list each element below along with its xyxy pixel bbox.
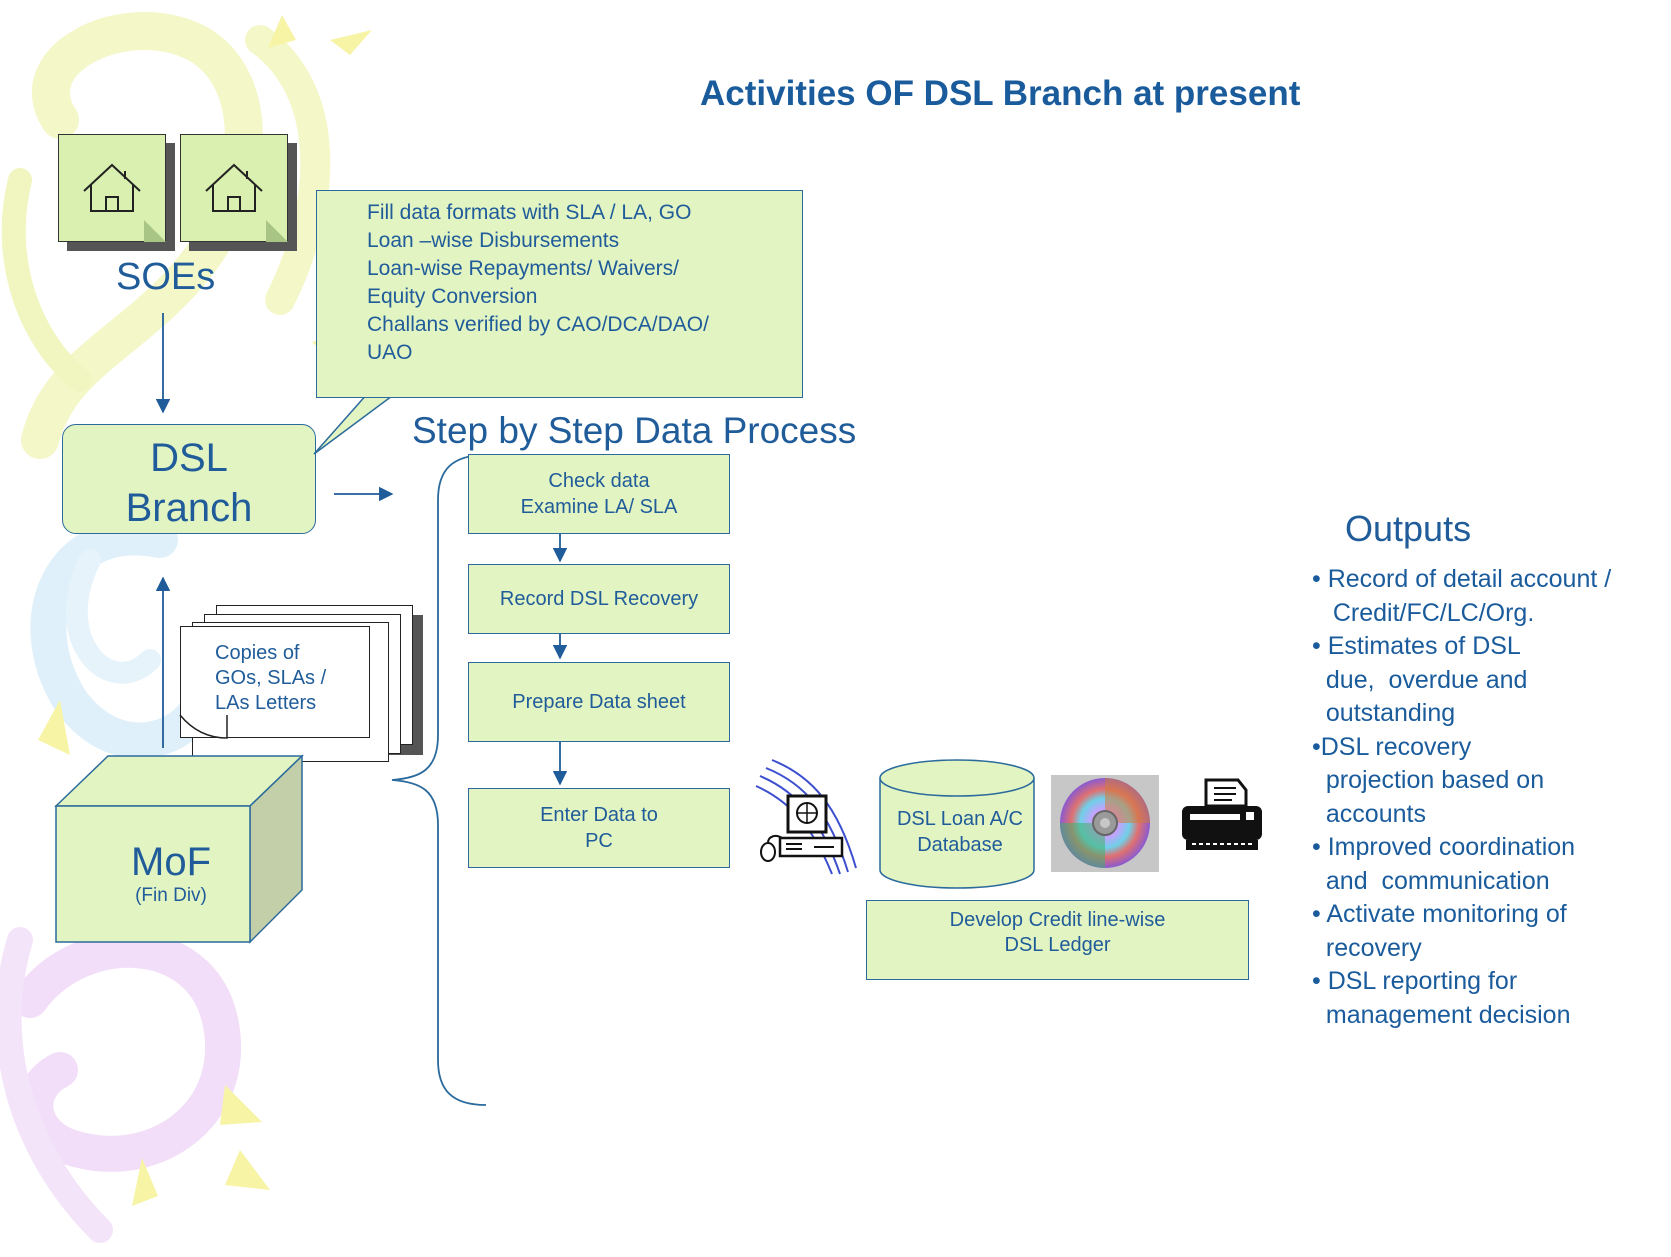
callout-line: Equity Conversion [367,285,538,308]
step-record-recovery: Record DSL Recovery [468,564,730,634]
step-prepare-sheet: Prepare Data sheet [468,662,730,742]
output-line: Credit/FC/LC/Org. [1312,598,1535,627]
ledger-line: DSL Ledger [1004,934,1111,956]
output-line: and communication [1312,866,1550,895]
mof-cube [54,754,304,944]
output-line: • DSL reporting for [1312,967,1518,995]
soes-label: SOEs [116,256,216,298]
step-enter-data: Enter Data to PC [468,788,730,868]
step-line: Prepare Data sheet [512,691,686,713]
output-line: projection based on [1312,766,1545,794]
output-line: accounts [1312,799,1426,828]
callout-line: Fill data formats with SLA / LA, GO [367,201,692,224]
outputs-title: Outputs [1345,508,1472,549]
output-line: recovery [1312,933,1422,962]
database-line: Database [917,834,1003,856]
callout-tail [313,392,397,455]
cd-icon [1051,775,1159,872]
output-line: •DSL recovery [1312,732,1472,761]
process-brace [391,454,487,1106]
data-formats-callout: Fill data formats with SLA / LA, GO Loan… [316,190,803,398]
output-line: • Activate monitoring of [1312,900,1567,928]
dsl-branch-line1: DSL [150,436,228,480]
mof-label: MoF [131,840,211,884]
callout-line: Loan –wise Disbursements [367,229,620,252]
printer-icon [1182,778,1262,850]
callout-line: Loan-wise Repayments/ Waivers/ [367,257,680,280]
callout-line: UAO [367,341,413,364]
step-line: Record DSL Recovery [499,588,699,610]
step-line: Examine LA/ SLA [520,496,678,518]
step-line: PC [585,830,613,852]
page-title: Activities OF DSL Branch at present [700,74,1301,113]
dsl-branch-box: DSL Branch [62,424,316,534]
computer-icon [755,759,857,875]
output-line: • Record of detail account / [1312,565,1612,593]
output-line: management decision [1312,1000,1571,1029]
dsl-branch-line2: Branch [125,486,253,530]
house-icon [83,163,141,212]
page-curl [179,714,228,739]
mof-sublabel: (Fin Div) [135,885,207,906]
copies-line: LAs Letters [215,692,317,714]
mof-label-group: MoF (Fin Div) [56,840,286,907]
step-line: Check data [548,470,650,492]
database-label: DSL Loan A/C Database [880,806,1040,858]
output-line: outstanding [1312,699,1456,727]
ledger-line: Develop Credit line-wise [949,909,1166,931]
step-check-data: Check data Examine LA/ SLA [468,454,730,534]
outputs-list: • Record of detail account / Credit/FC/L… [1312,563,1671,1032]
database-cylinder [879,759,1035,889]
output-line: • Estimates of DSL [1312,632,1521,660]
copies-line: Copies of [215,642,300,664]
ledger-box: Develop Credit line-wise DSL Ledger [866,900,1249,980]
soe-card-1 [58,134,166,242]
soe-card-2 [180,134,288,242]
database-line: DSL Loan A/C [896,808,1023,830]
step-line: Enter Data to [540,804,658,826]
output-line: • Improved coordination [1312,833,1576,861]
process-title: Step by Step Data Process [412,410,857,451]
callout-line: Challans verified by CAO/DCA/DAO/ [367,313,709,336]
copies-line: GOs, SLAs / [215,667,327,689]
house-icon [205,163,263,212]
output-line: due, overdue and [1312,665,1528,694]
